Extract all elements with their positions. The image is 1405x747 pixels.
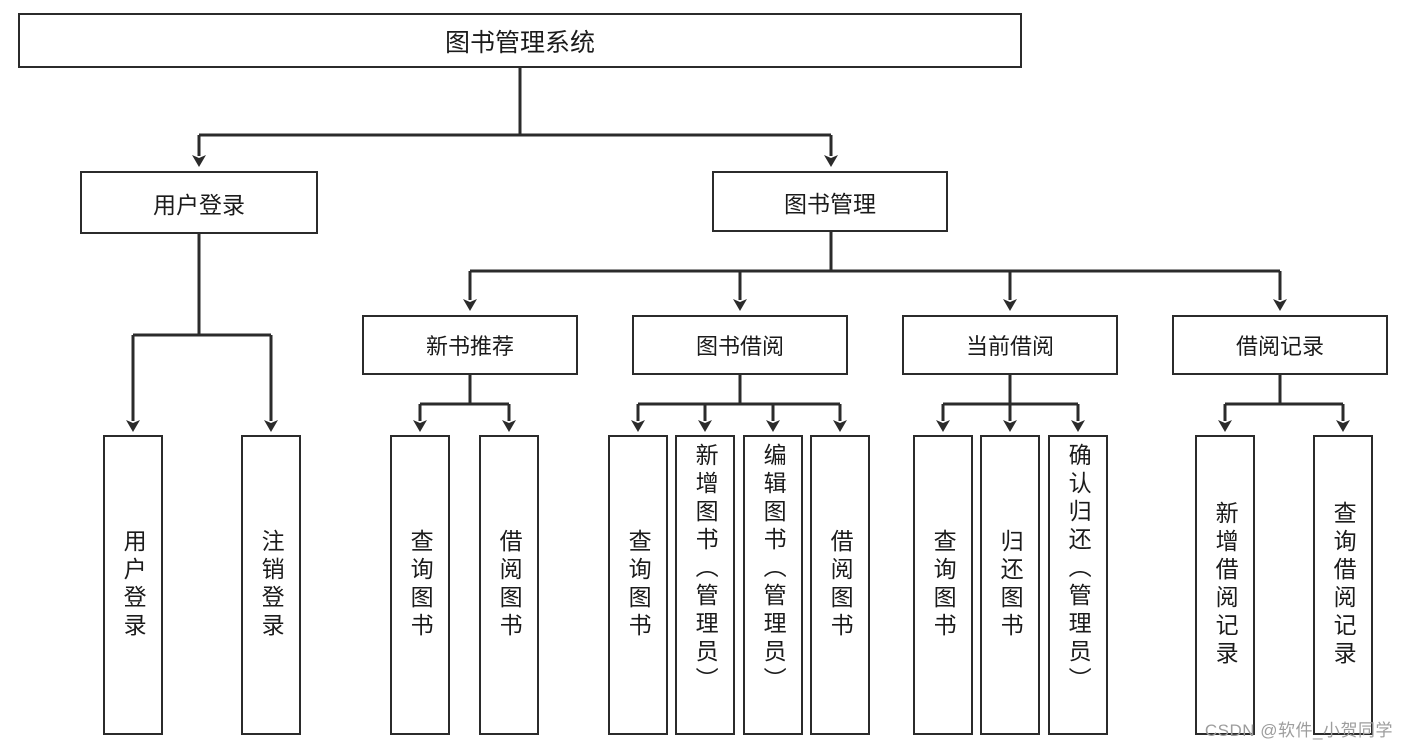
node-new-book-recommend[interactable]: 新书推荐	[362, 315, 578, 375]
node-leaf-confirm-return[interactable]: 确认归还（管理员）	[1048, 435, 1108, 735]
node-label: 借阅图书	[827, 529, 854, 641]
node-label: 注销登录	[258, 529, 285, 641]
node-borrow-record[interactable]: 借阅记录	[1172, 315, 1388, 375]
node-leaf-add-record[interactable]: 新增借阅记录	[1195, 435, 1255, 735]
node-leaf-query-record[interactable]: 查询借阅记录	[1313, 435, 1373, 735]
node-label: 新增图书（管理员）	[692, 443, 719, 695]
node-leaf-query-book-2[interactable]: 查询图书	[608, 435, 668, 735]
node-label: 归还图书	[997, 529, 1024, 641]
node-label: 图书借阅	[695, 334, 784, 359]
node-label: 新书推荐	[425, 334, 514, 359]
node-leaf-query-book-3[interactable]: 查询图书	[913, 435, 973, 735]
node-leaf-borrow-book-2[interactable]: 借阅图书	[810, 435, 870, 735]
node-label: 查询借阅记录	[1330, 501, 1357, 669]
node-leaf-user-login[interactable]: 用户登录	[103, 435, 163, 735]
node-leaf-logout-login[interactable]: 注销登录	[241, 435, 301, 735]
node-label: 用户登录	[120, 529, 147, 641]
node-root-system[interactable]: 图书管理系统	[18, 13, 1022, 68]
node-current-borrow[interactable]: 当前借阅	[902, 315, 1118, 375]
node-leaf-return-book[interactable]: 归还图书	[980, 435, 1040, 735]
node-label: 查询图书	[930, 529, 957, 641]
node-label: 用户登录	[153, 191, 245, 218]
node-label: 查询图书	[407, 529, 434, 641]
node-leaf-add-book[interactable]: 新增图书（管理员）	[675, 435, 735, 735]
node-label: 查询图书	[625, 529, 652, 641]
node-book-manage[interactable]: 图书管理	[712, 171, 948, 232]
node-label: 借阅记录	[1235, 334, 1324, 359]
node-leaf-edit-book[interactable]: 编辑图书（管理员）	[743, 435, 803, 735]
node-user-login[interactable]: 用户登录	[80, 171, 318, 234]
node-leaf-query-book-1[interactable]: 查询图书	[390, 435, 450, 735]
node-label: 编辑图书（管理员）	[760, 443, 787, 695]
node-label: 新增借阅记录	[1212, 501, 1239, 669]
node-book-borrow[interactable]: 图书借阅	[632, 315, 848, 375]
node-label: 当前借阅	[965, 334, 1054, 359]
node-label: 图书管理	[784, 190, 876, 217]
node-label: 确认归还（管理员）	[1065, 443, 1092, 695]
node-leaf-borrow-book-1[interactable]: 借阅图书	[479, 435, 539, 735]
watermark-text: CSDN @软件_小贺同学	[1204, 721, 1393, 740]
node-label: 图书管理系统	[444, 28, 595, 57]
node-label: 借阅图书	[496, 529, 523, 641]
